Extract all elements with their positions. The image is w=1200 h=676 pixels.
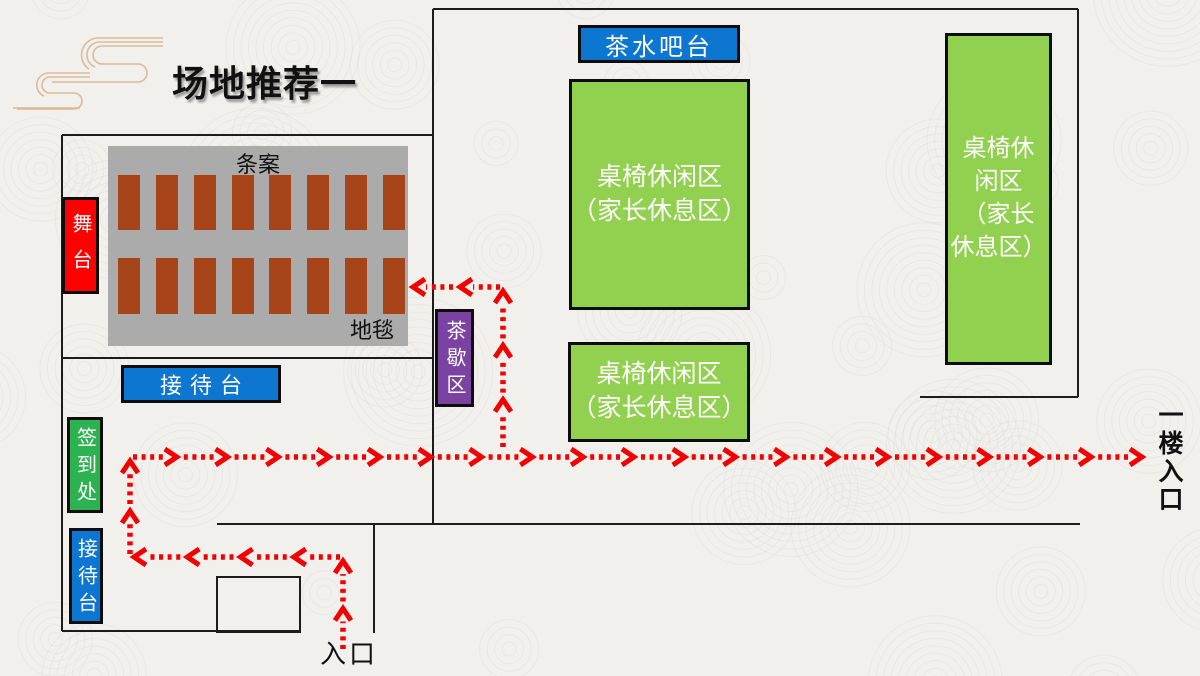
desk	[193, 175, 216, 230]
desk	[307, 258, 330, 314]
desk	[345, 258, 368, 314]
signin-zone: 签到处	[67, 417, 103, 513]
carpet-label: 地毯	[349, 318, 394, 343]
desk	[269, 258, 292, 314]
tea-break-zone: 茶歇区	[435, 309, 474, 407]
lounge-label-line: （家长	[962, 202, 1035, 228]
page-title: 场地推荐一	[172, 64, 358, 104]
desk	[155, 258, 178, 314]
lounge-label-line: 休息区）	[950, 235, 1047, 261]
reception-desk-left: 接待台	[69, 528, 103, 624]
carpet-zone: 条案 地毯	[108, 146, 408, 346]
desk	[382, 258, 405, 314]
long-table-label: 条案	[235, 152, 280, 177]
lounge-zone-right: 桌椅休 闲区 （家长 休息区）	[945, 33, 1052, 365]
desk	[382, 175, 405, 230]
reception-desk-top: 接待台	[121, 365, 281, 403]
desk-row	[118, 258, 405, 314]
lounge-zone-main: 桌椅休闲区 （家长休息区）	[569, 79, 750, 310]
lounge-zone-mid: 桌椅休闲区 （家长休息区）	[568, 342, 750, 442]
lounge-label-line: 桌椅休	[962, 136, 1035, 162]
entrance-label: 入口	[320, 640, 379, 669]
desk	[118, 175, 140, 230]
desk	[155, 175, 178, 230]
desk	[345, 175, 368, 230]
lounge-label-line: （家长休息区）	[571, 395, 747, 422]
desk-row	[118, 175, 405, 230]
tea-bar-zone: 茶水吧台	[578, 25, 740, 63]
desk	[307, 175, 330, 230]
desk	[231, 175, 254, 230]
lounge-label-line: 闲区	[974, 169, 1023, 195]
desk	[193, 258, 216, 314]
lounge-label-line: （家长休息区）	[572, 197, 748, 225]
lounge-label-line: 桌椅休闲区	[596, 361, 722, 388]
floor1-entrance-label: 一楼入口	[1155, 402, 1182, 514]
door-table-outline	[216, 576, 301, 633]
desk	[269, 175, 292, 230]
lounge-label-line: 桌椅休闲区	[596, 163, 722, 191]
stage-zone: 舞台	[62, 197, 99, 294]
desk	[231, 258, 254, 314]
desk	[118, 258, 140, 314]
